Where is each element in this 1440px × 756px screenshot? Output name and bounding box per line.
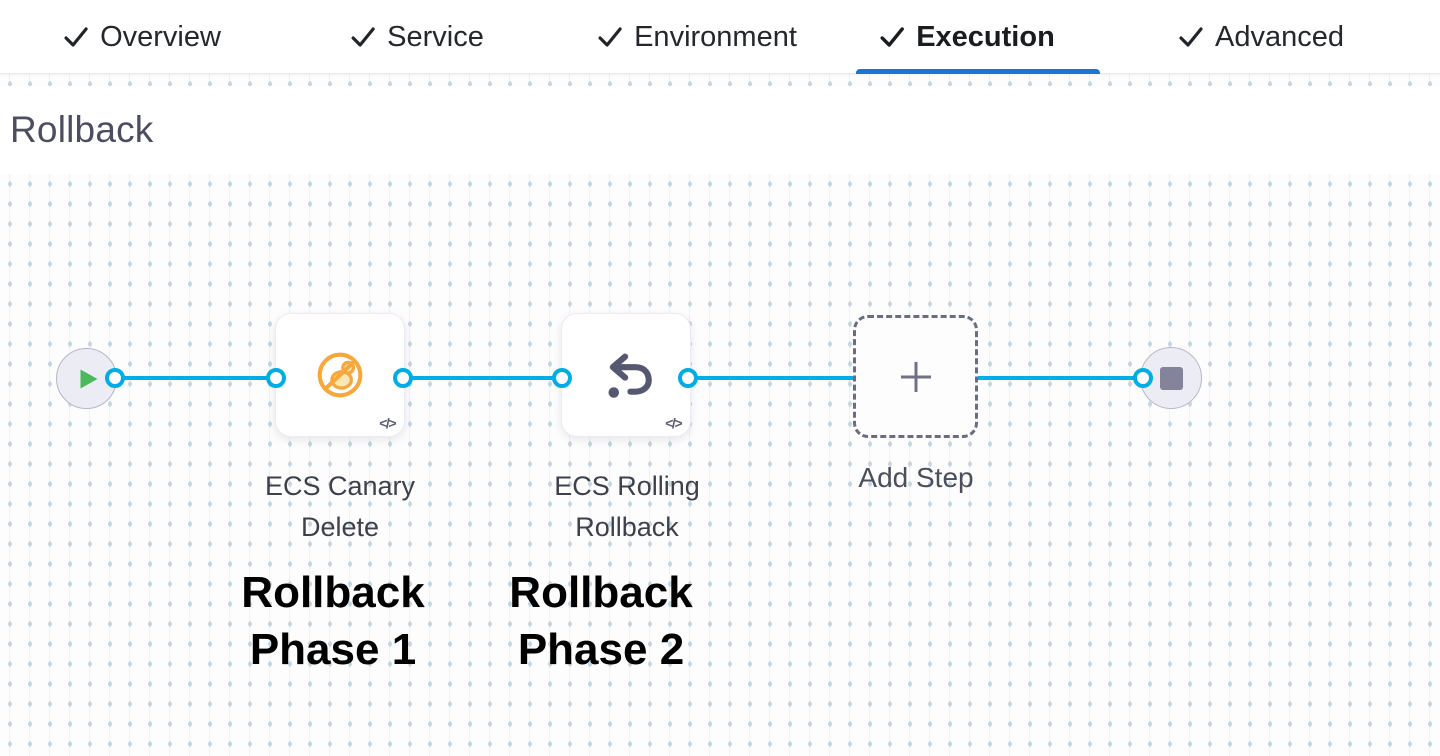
step-name-ecs-canary-delete: ECS Canary Delete xyxy=(264,471,416,542)
add-step-label: Add Step xyxy=(858,462,974,493)
tab-label: Environment xyxy=(634,20,797,53)
check-icon xyxy=(879,26,905,48)
tab-label: Service xyxy=(387,20,484,53)
tab-service[interactable]: Service xyxy=(350,0,484,74)
annotation-rollback-phase-1: Rollback Phase 1 xyxy=(241,568,425,674)
pipeline-canvas[interactable]: Rollback </> </> xyxy=(0,74,1440,756)
canary-delete-icon xyxy=(317,352,363,398)
tab-advanced[interactable]: Advanced xyxy=(1178,0,1344,74)
stop-icon xyxy=(1159,366,1183,390)
active-tab-underline xyxy=(856,69,1100,74)
port-rolling-in[interactable] xyxy=(552,368,572,388)
tab-label: Overview xyxy=(100,20,221,53)
check-icon xyxy=(1178,26,1204,48)
tab-execution[interactable]: Execution xyxy=(879,0,1055,74)
annotation-rollback-phase-2: Rollback Phase 2 xyxy=(509,568,693,674)
step-card-ecs-rolling-rollback[interactable]: </> xyxy=(561,313,691,437)
tab-label: Advanced xyxy=(1215,20,1344,53)
step-card-ecs-canary-delete[interactable]: </> xyxy=(275,313,405,437)
plus-icon xyxy=(900,361,931,392)
rollback-arrow-icon xyxy=(608,353,652,398)
tab-overview[interactable]: Overview xyxy=(63,0,221,74)
port-canary-out[interactable] xyxy=(393,368,413,388)
tab-label: Execution xyxy=(916,20,1055,53)
settings-tab-bar: Overview Service Environment Execution A… xyxy=(0,0,1440,74)
check-icon xyxy=(597,26,623,48)
port-rolling-out[interactable] xyxy=(678,368,698,388)
port-start-out[interactable] xyxy=(105,368,125,388)
section-title: Rollback xyxy=(10,109,154,150)
play-icon xyxy=(80,369,98,388)
step-name-ecs-rolling-rollback: ECS Rolling Rollback xyxy=(554,471,700,542)
port-end-in[interactable] xyxy=(1133,368,1153,388)
tab-environment[interactable]: Environment xyxy=(597,0,797,74)
port-canary-in[interactable] xyxy=(266,368,286,388)
code-icon[interactable]: </> xyxy=(379,415,396,431)
check-icon xyxy=(350,26,376,48)
code-icon[interactable]: </> xyxy=(665,415,682,431)
check-icon xyxy=(63,26,89,48)
add-step-button[interactable] xyxy=(853,315,978,438)
rollback-section-header: Rollback xyxy=(0,86,1440,174)
pipeline-start-node[interactable] xyxy=(56,348,117,409)
